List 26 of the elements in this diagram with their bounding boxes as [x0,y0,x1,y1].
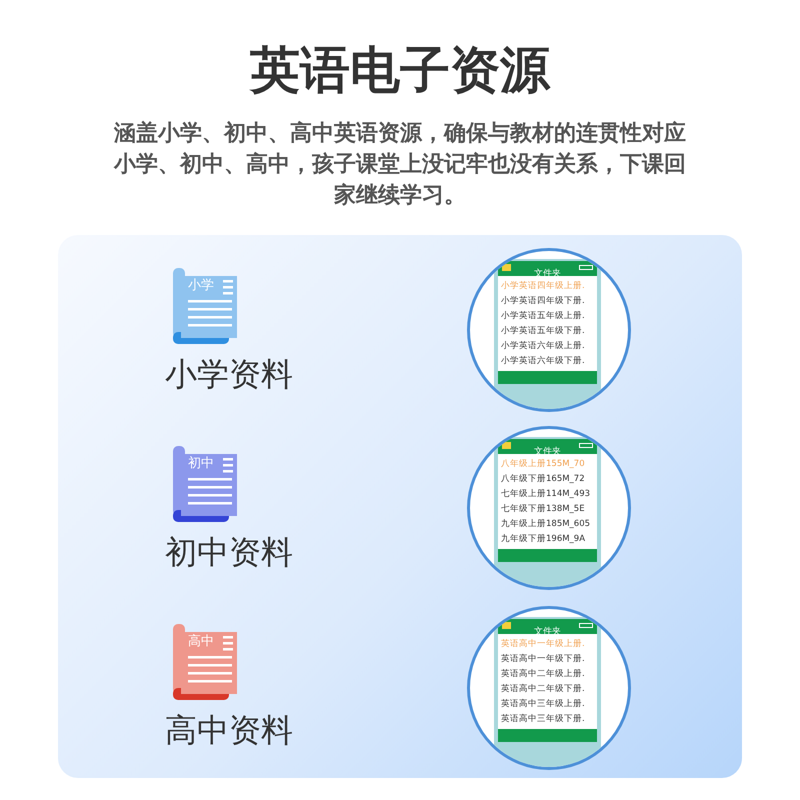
category-label: 初中资料 [165,532,293,572]
category-label: 小学资料 [165,354,293,394]
book-label: 高中 [188,634,214,650]
file-row: 小学英语五年级上册. [501,310,585,322]
file-row: 小学英语六年级上册. [501,340,585,352]
file-row: 小学英语四年级下册. [501,295,585,307]
file-row: 七年级下册138M_5E [501,503,585,515]
subtitle: 涵盖小学、初中、高中英语资源，确保与教材的连贯性对应小学、初中、高中，孩子课堂上没记牢也没有关系，下课回家继续学习。 [112,120,687,210]
file-row: 英语高中一年级下册. [501,653,585,665]
book-label: 初中 [188,456,214,472]
category-label: 高中资料 [165,710,293,750]
file-row: 英语高中二年级上册. [501,668,585,680]
file-row: 小学英语六年级下册. [501,355,585,367]
file-row: 小学英语五年级下册. [501,325,585,337]
file-row: 九年级下册196M_9A [501,533,586,545]
file-row: 八年级上册155M_70 [501,458,585,470]
file-row: 英语高中三年级下册. [501,713,585,725]
file-row: 英语高中三年级上册. [501,698,585,710]
file-row: 九年级上册185M_605 [501,518,590,530]
file-row: 英语高中一年级上册. [501,638,585,650]
book-label: 小学 [188,278,214,294]
file-row: 八年级下册165M_72 [501,473,585,485]
file-row: 小学英语四年级上册. [501,280,585,292]
file-row: 英语高中二年级下册. [501,683,585,695]
title: 英语电子资源 [250,41,550,99]
file-row: 七年级上册114M_493 [501,488,590,500]
